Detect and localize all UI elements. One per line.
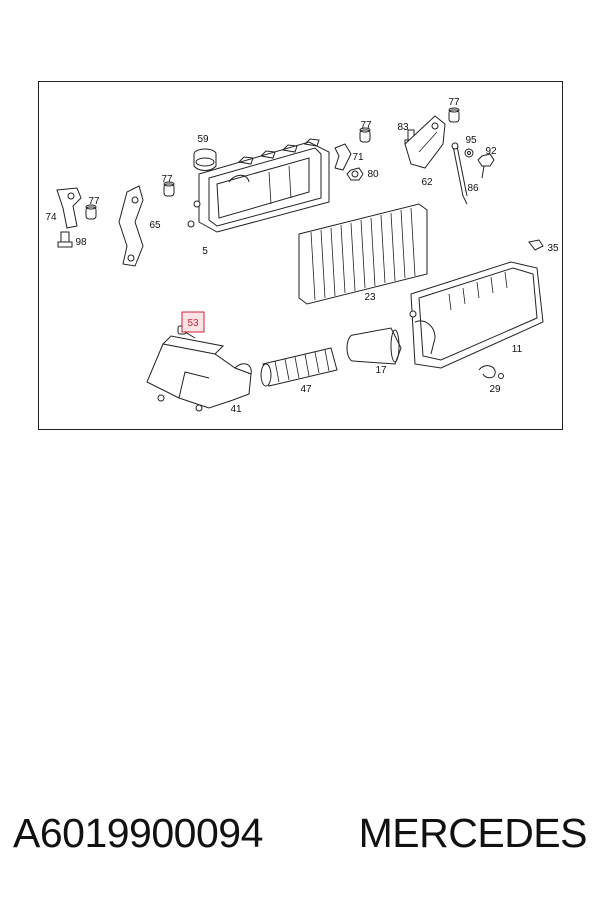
callout-29: 29 <box>489 384 501 395</box>
part-95-washer <box>464 148 474 158</box>
part-77-bushing-a <box>163 181 175 197</box>
part-number: A6019900094 <box>13 810 263 856</box>
part-65-support <box>118 185 144 267</box>
callout-65: 65 <box>149 220 161 231</box>
callout-59: 59 <box>197 134 209 145</box>
brand-name: MERCEDES <box>358 810 588 856</box>
part-59-grommet <box>193 148 217 171</box>
callout-53: 53 <box>187 318 199 329</box>
callout-77-d: 77 <box>448 97 460 108</box>
callout-5: 5 <box>202 246 208 257</box>
part-47-hose <box>260 347 338 387</box>
callout-92: 92 <box>485 146 497 157</box>
callout-95: 95 <box>465 135 477 146</box>
part-74-bracket <box>56 187 82 229</box>
part-23-filter-element <box>298 203 428 305</box>
callout-41: 41 <box>230 404 242 415</box>
callout-11: 11 <box>512 344 523 355</box>
part-80-nut <box>346 167 364 181</box>
callout-77-c: 77 <box>360 120 372 131</box>
exploded-parts-drawing: 53 59 77 77 77 77 83 95 92 71 80 62 86 7… <box>45 97 559 415</box>
part-77-bushing-b <box>85 204 97 220</box>
highlight-box-53 <box>181 311 205 333</box>
part-41-intake-duct <box>146 335 252 412</box>
part-77-bushing-d <box>448 107 460 123</box>
callout-23: 23 <box>364 292 376 303</box>
part-5-upper-housing <box>187 138 330 233</box>
callout-77-a: 77 <box>161 174 173 185</box>
part-98-screw <box>57 231 73 248</box>
parts-diagram: 53 59 77 77 77 77 83 95 92 71 80 62 86 7… <box>38 81 563 430</box>
callout-77-b: 77 <box>88 196 100 207</box>
callout-47: 47 <box>300 384 312 395</box>
callout-83: 83 <box>397 122 409 133</box>
part-71-link <box>334 143 352 171</box>
callout-35: 35 <box>547 243 559 254</box>
callout-86: 86 <box>467 183 479 194</box>
callout-62: 62 <box>421 177 433 188</box>
part-11-lower-housing <box>409 261 544 369</box>
callout-71: 71 <box>352 152 364 163</box>
callout-98: 98 <box>75 237 87 248</box>
part-35-clip <box>528 239 544 251</box>
callout-80: 80 <box>367 169 379 180</box>
callout-17: 17 <box>375 365 387 376</box>
part-62-bracket <box>404 115 446 169</box>
part-77-bushing-c <box>359 127 371 143</box>
part-29-clamp <box>478 365 504 379</box>
part-92-bolt <box>477 153 495 179</box>
callout-74: 74 <box>45 212 57 223</box>
part-caption: A6019900094 MERCEDES <box>10 805 590 861</box>
part-86-rod <box>451 142 468 205</box>
part-17-funnel <box>346 327 402 365</box>
